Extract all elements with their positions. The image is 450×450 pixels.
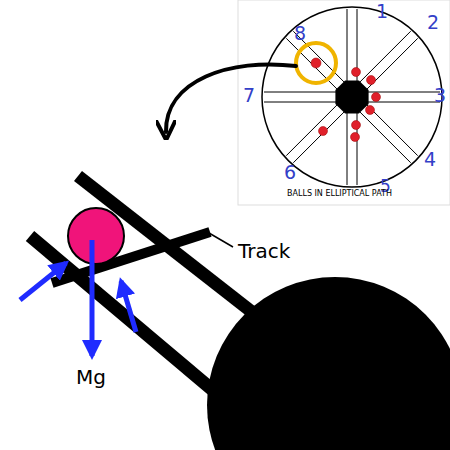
spoke-line (358, 31, 410, 83)
part-label: Track (238, 241, 290, 261)
normal-force-arrow (20, 263, 66, 300)
highlight-ring (296, 43, 336, 83)
wheel-rim (262, 7, 442, 187)
spoke-line (347, 9, 348, 83)
spoke-number: 2 (427, 13, 439, 32)
weight-arrow (90, 240, 95, 356)
inset-panel (238, 0, 450, 205)
spoke-number: 1 (376, 2, 388, 21)
inset-caption: BALLS IN ELLIPTICAL PATH (287, 190, 392, 198)
spoke-number: 3 (434, 86, 446, 105)
force-label: Mg (76, 367, 106, 387)
spoke-line (365, 38, 417, 90)
spoke-line (264, 92, 338, 93)
inset-balls (311, 58, 381, 142)
spoke-number: 7 (243, 86, 255, 105)
wheel-spokes (264, 9, 440, 185)
spoke-line (347, 111, 348, 185)
normal-force-arrow (121, 281, 136, 332)
spoke-line (366, 92, 440, 93)
leader-line (209, 233, 233, 247)
spoke-line (293, 110, 345, 162)
wheel-hub (335, 80, 368, 113)
spoke-line (365, 103, 417, 155)
spoke-line (264, 102, 338, 103)
ball (68, 208, 124, 264)
spoke-line (358, 110, 410, 162)
zoom-arrow (166, 64, 296, 132)
spoke-number: 4 (424, 150, 436, 169)
spoke-line (286, 103, 338, 155)
spoke-line (366, 102, 440, 103)
spoke-number: 6 (284, 163, 296, 182)
spoke-number: 8 (294, 24, 306, 43)
